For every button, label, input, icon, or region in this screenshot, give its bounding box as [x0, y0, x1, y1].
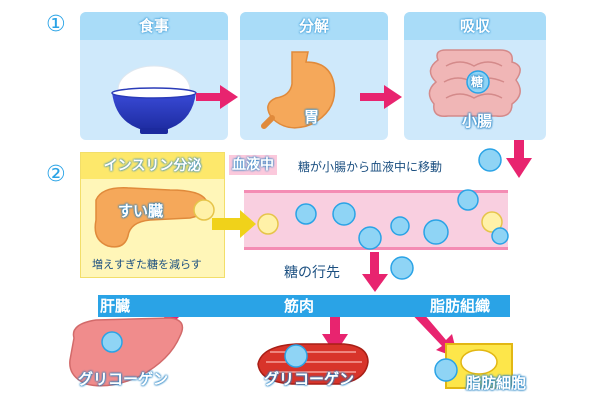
muscle-icon [257, 343, 369, 385]
insulin-panel-title: インスリン分泌 [81, 153, 224, 179]
stomach-label: 胃 [304, 108, 320, 126]
fat-cell-label: 脂肪細胞 [466, 374, 527, 392]
arrow-digest-to-absorb-icon [360, 85, 402, 109]
stomach-icon [261, 51, 336, 129]
sugar-molecule-icon [466, 70, 490, 94]
rice-bowl-icon [111, 65, 197, 134]
sugar-particles [193, 148, 509, 280]
glycogen-liver-label: グリコーゲン [78, 370, 169, 388]
arrow-meal-to-digest-icon [196, 85, 238, 109]
arrow-to-destinations-icon [362, 252, 388, 292]
fat-tissue-label: 脂肪組織 [430, 297, 491, 315]
liver-label: 肝臓 [100, 297, 131, 315]
meal-panel-title: 食事 [80, 12, 228, 40]
digest-panel-title: 分解 [240, 12, 388, 40]
pancreas-icon [94, 187, 208, 248]
reduce-note: 増えすぎた糖を減らす [92, 258, 202, 271]
destination-bar [98, 295, 510, 317]
insulin-arrow-icon [212, 210, 256, 238]
blood-tag: 血液中 [229, 155, 277, 175]
fat-cell-icon [434, 343, 513, 389]
arrow-absorb-down-icon [506, 140, 532, 178]
small-intestine-label: 小腸 [462, 112, 493, 130]
liver-icon [69, 317, 184, 387]
sugar-moves-text: 糖が小腸から血液中に移動 [298, 160, 443, 174]
glycogen-muscle-label: グリコーゲン [264, 370, 355, 388]
sugar-destination-text: 糖の行先 [284, 265, 340, 281]
muscle-label: 筋肉 [284, 297, 315, 315]
sugar-label: 糖 [471, 75, 484, 89]
step-two-number: ② [46, 162, 66, 187]
pancreas-label: すい臓 [118, 202, 164, 220]
step-one-number: ① [46, 12, 66, 37]
absorb-panel-title: 吸収 [404, 12, 546, 40]
